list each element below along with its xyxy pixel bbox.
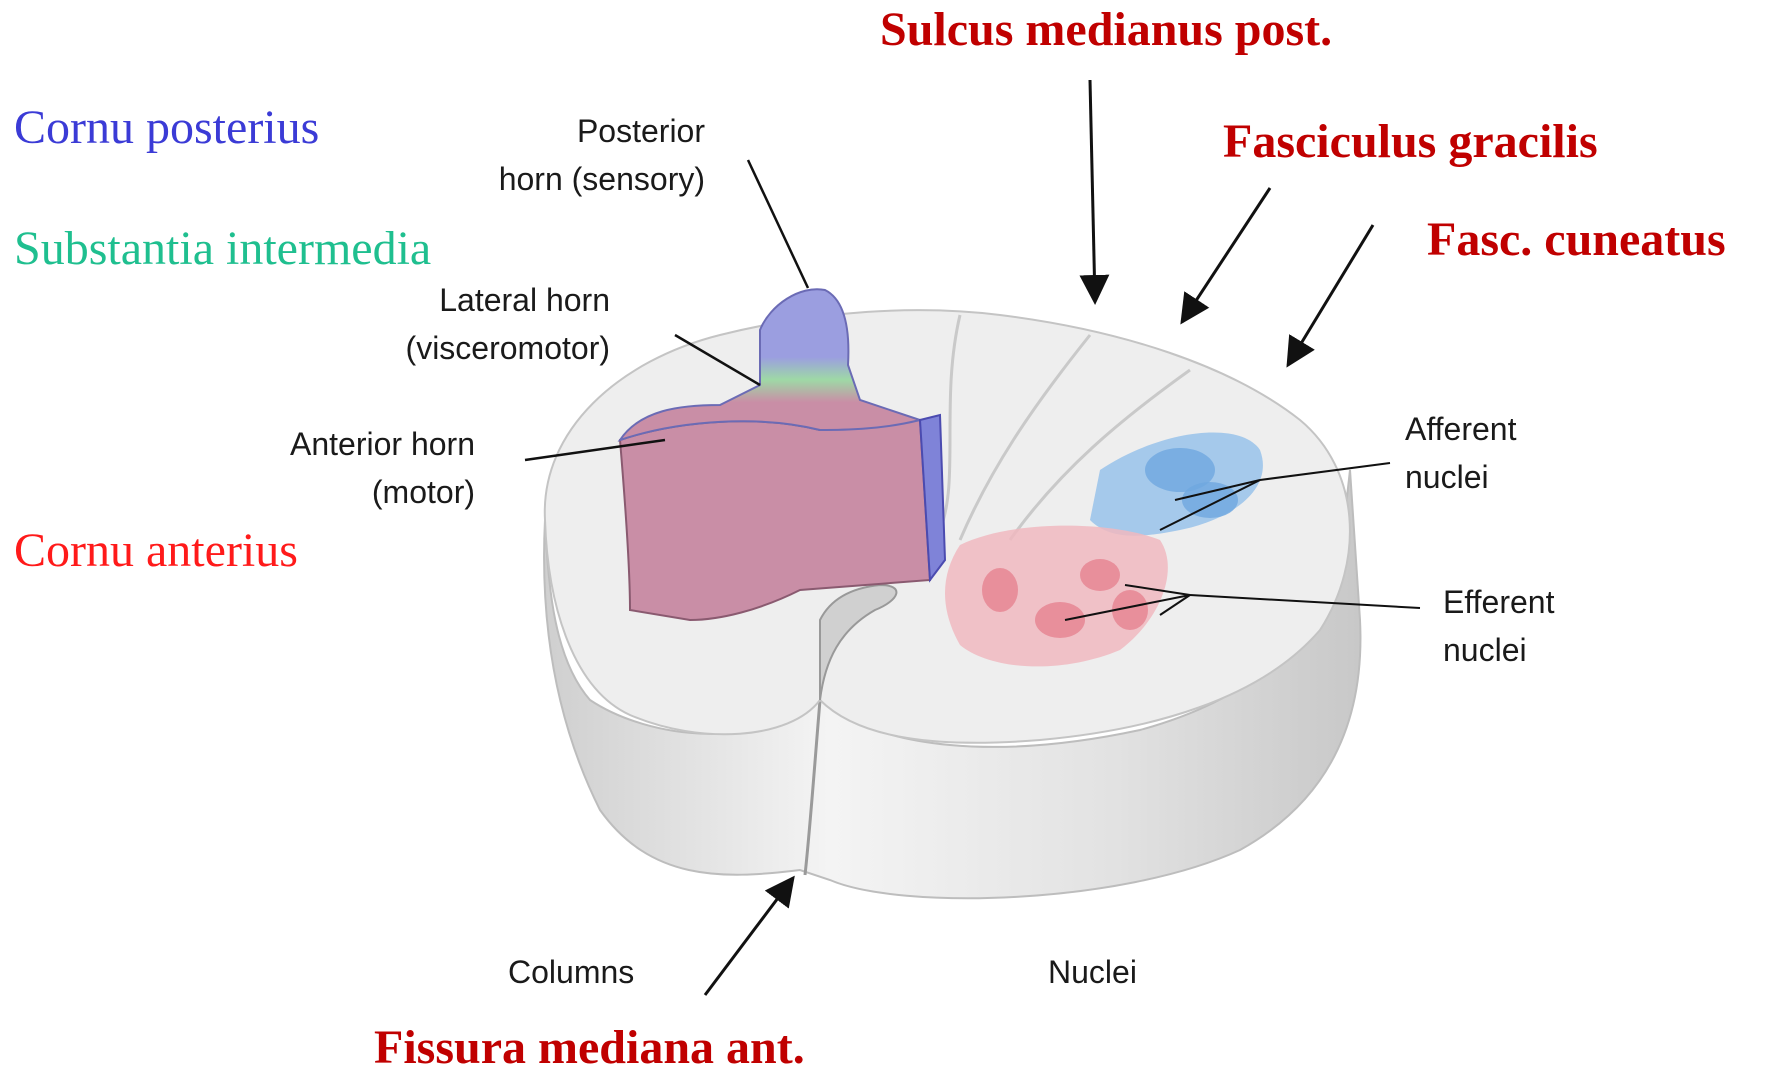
leader-posterior-horn: [748, 160, 808, 288]
label-lateral-horn-line2: (visceromotor): [360, 324, 610, 372]
efferent-nucleus: [1035, 602, 1085, 638]
label-afferent-nuclei: Afferent nuclei: [1405, 405, 1516, 501]
label-cornu-anterius: Cornu anterius: [14, 527, 298, 575]
label-anterior-horn-line1: Anterior horn: [225, 420, 475, 468]
label-fissura-mediana-ant: Fissura mediana ant.: [374, 1024, 805, 1072]
label-columns: Columns: [508, 948, 634, 996]
label-posterior-horn: Posterior horn (sensory): [455, 107, 705, 203]
label-fasciculus-gracilis: Fasciculus gracilis: [1223, 118, 1598, 166]
label-lateral-horn-line1: Lateral horn: [360, 276, 610, 324]
label-nuclei: Nuclei: [1048, 948, 1137, 996]
label-sulcus-medianus-post: Sulcus medianus post.: [880, 6, 1332, 54]
label-substantia-intermedia: Substantia intermedia: [14, 225, 431, 273]
label-anterior-horn-line2: (motor): [225, 468, 475, 516]
label-cornu-posterius: Cornu posterius: [14, 104, 319, 152]
label-lateral-horn: Lateral horn (visceromotor): [360, 276, 610, 372]
label-afferent-nuclei-line2: nuclei: [1405, 453, 1516, 501]
label-efferent-nuclei-line1: Efferent: [1443, 578, 1554, 626]
label-afferent-nuclei-line1: Afferent: [1405, 405, 1516, 453]
label-posterior-horn-line2: horn (sensory): [455, 155, 705, 203]
label-posterior-horn-line1: Posterior: [455, 107, 705, 155]
label-efferent-nuclei-line2: nuclei: [1443, 626, 1554, 674]
efferent-nucleus: [1080, 559, 1120, 591]
label-anterior-horn: Anterior horn (motor): [225, 420, 475, 516]
label-efferent-nuclei: Efferent nuclei: [1443, 578, 1554, 674]
efferent-nucleus: [982, 568, 1018, 612]
arrow-fasciculus-gracilis: [1182, 188, 1270, 322]
arrow-sulcus-medianus: [1090, 80, 1095, 302]
arrow-fissura-mediana: [705, 878, 793, 995]
arrow-fasc-cuneatus: [1288, 225, 1373, 365]
label-fasc-cuneatus: Fasc. cuneatus: [1427, 216, 1726, 264]
